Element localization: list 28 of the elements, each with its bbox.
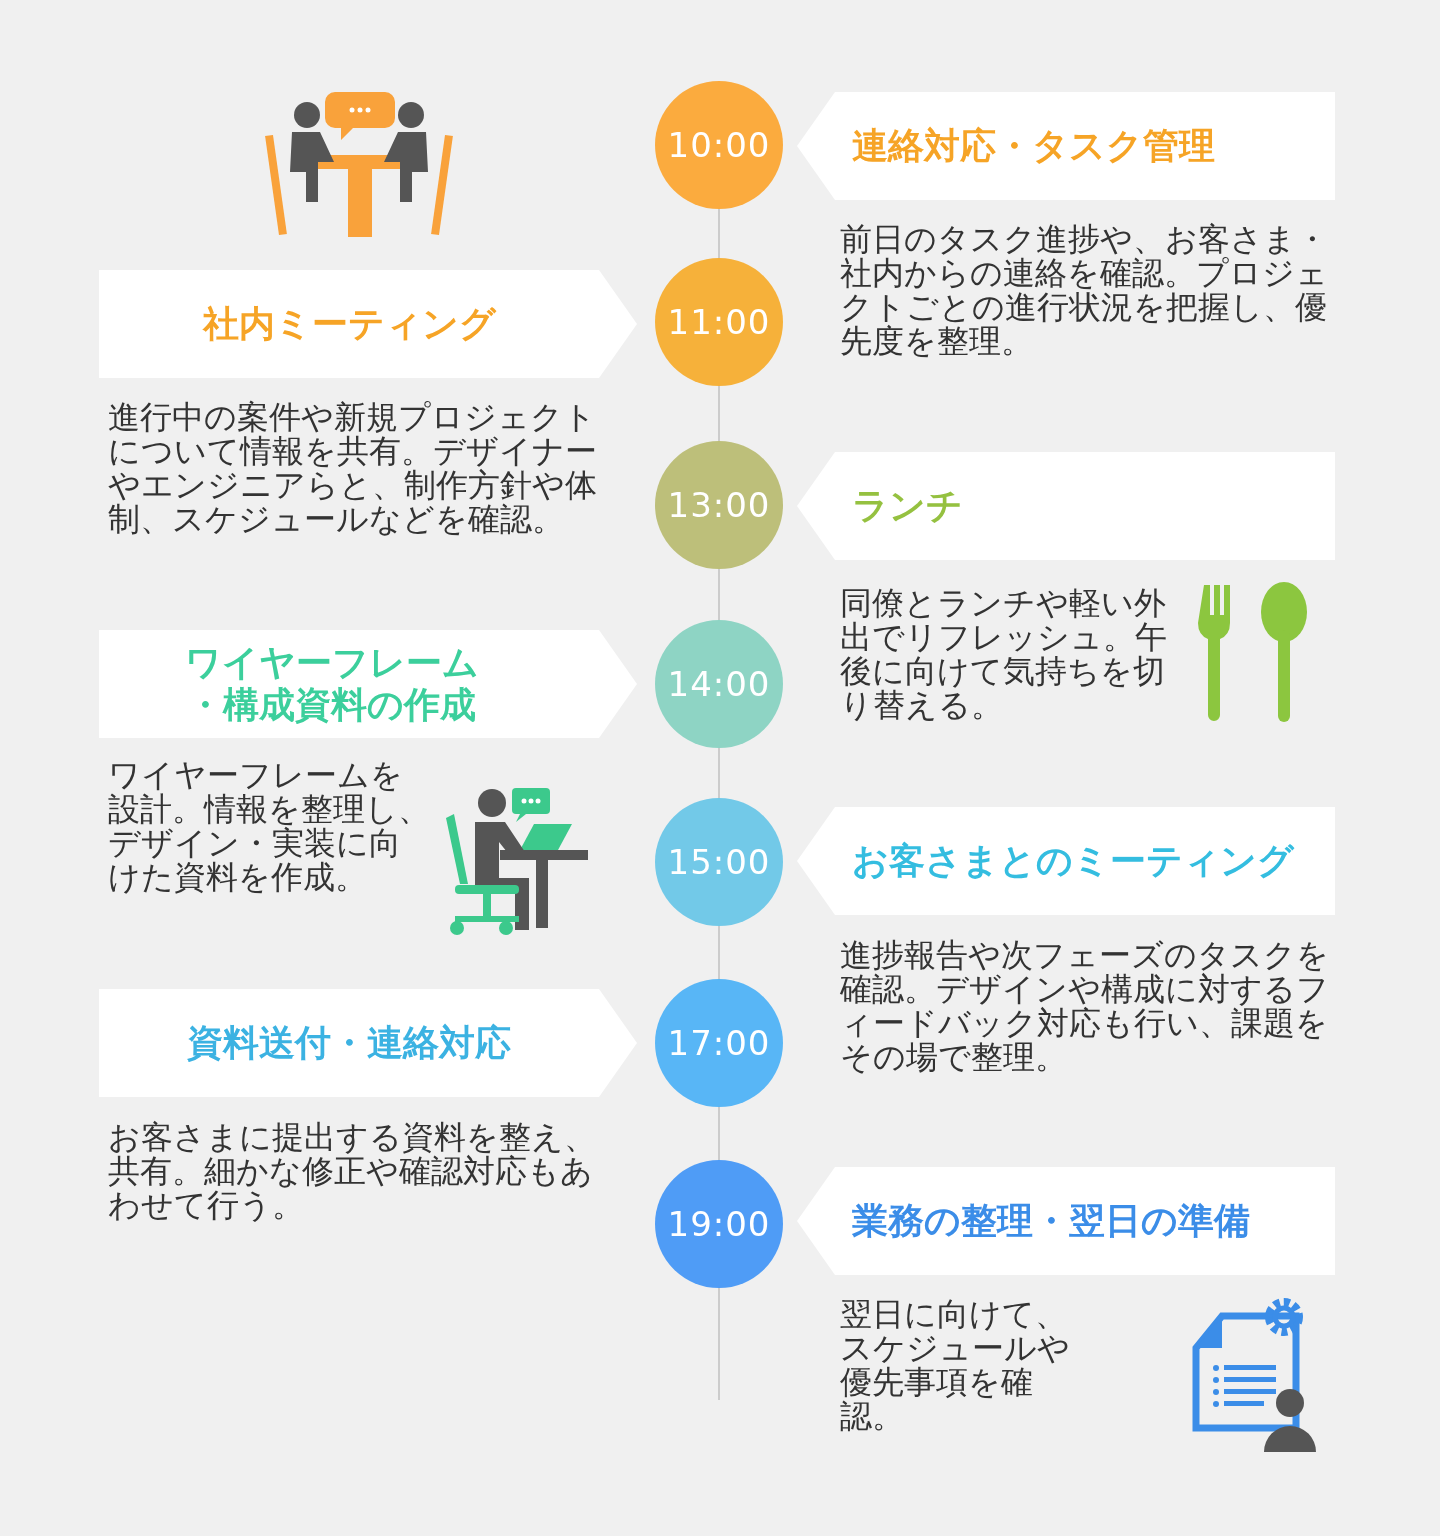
time-circle: 15:00 xyxy=(655,798,783,926)
title-banner: ワイヤーフレーム・構成資料の作成 xyxy=(99,630,637,738)
description-text: 翌日に向けて、スケジュールや優先事項を確認。 xyxy=(840,1297,1071,1433)
timeline-line xyxy=(718,385,720,442)
timeline-line xyxy=(718,208,720,259)
title-banner: 業務の整理・翌日の準備 xyxy=(797,1167,1335,1275)
title-banner: お客さまとのミーティング xyxy=(797,807,1335,915)
description-text: 進行中の案件や新規プロジェクトについて情報を共有。デザイナーやエンジニアらと、制作方針や体制、スケジュールなどを確認。 xyxy=(108,400,598,536)
time-circle: 13:00 xyxy=(655,441,783,569)
description-text: お客さまに提出する資料を整え、共有。細かな修正や確認対応もあわせて行う。 xyxy=(108,1120,597,1222)
timeline-line xyxy=(718,568,720,621)
time-circle: 19:00 xyxy=(655,1160,783,1288)
timeline-line xyxy=(718,1106,720,1161)
description-text: 前日のタスク進捗や、お客さま・社内からの連絡を確認。プロジェクトごとの進行状況を把握し、優先度を整理。 xyxy=(840,222,1329,358)
title-banner: 社内ミーティング xyxy=(99,270,637,378)
time-circle: 11:00 xyxy=(655,258,783,386)
time-circle: 14:00 xyxy=(655,620,783,748)
title-banner: 資料送付・連絡対応 xyxy=(99,989,637,1097)
description-text: ワイヤーフレームを設計。情報を整理し、デザイン・実装に向けた資料を作成。 xyxy=(108,758,431,894)
description-text: 進捗報告や次フェーズのタスクを確認。デザインや構成に対するフィードバック対応も行い、課題をその場で整理。 xyxy=(840,938,1330,1074)
title-banner: ランチ xyxy=(797,452,1335,560)
timeline-line xyxy=(718,925,720,980)
timeline-line xyxy=(718,1287,720,1401)
timeline-line xyxy=(718,747,720,799)
time-circle: 10:00 xyxy=(655,81,783,209)
description-text: 同僚とランチや軽い外出でリフレッシュ。午後に向けて気持ちを切り替える。 xyxy=(840,586,1168,722)
time-circle: 17:00 xyxy=(655,979,783,1107)
title-banner: 連絡対応・タスク管理 xyxy=(797,92,1335,200)
